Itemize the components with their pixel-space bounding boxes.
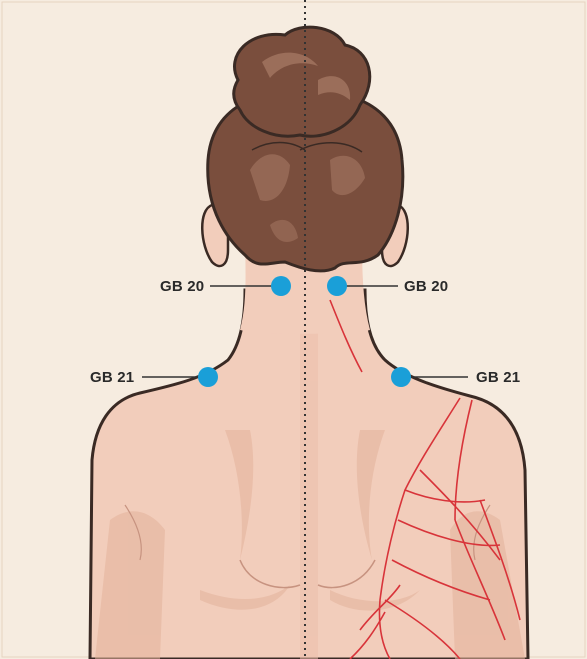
gb20-left-point — [271, 276, 291, 296]
gb20-right-label: GB 20 — [404, 278, 448, 295]
gb21-right-label: GB 21 — [476, 369, 520, 386]
gb20-right-point — [327, 276, 347, 296]
gb20-left-label: GB 20 — [160, 278, 204, 295]
gb21-left-point — [198, 367, 218, 387]
gb21-left-label: GB 21 — [90, 369, 134, 386]
gb21-right-point — [391, 367, 411, 387]
